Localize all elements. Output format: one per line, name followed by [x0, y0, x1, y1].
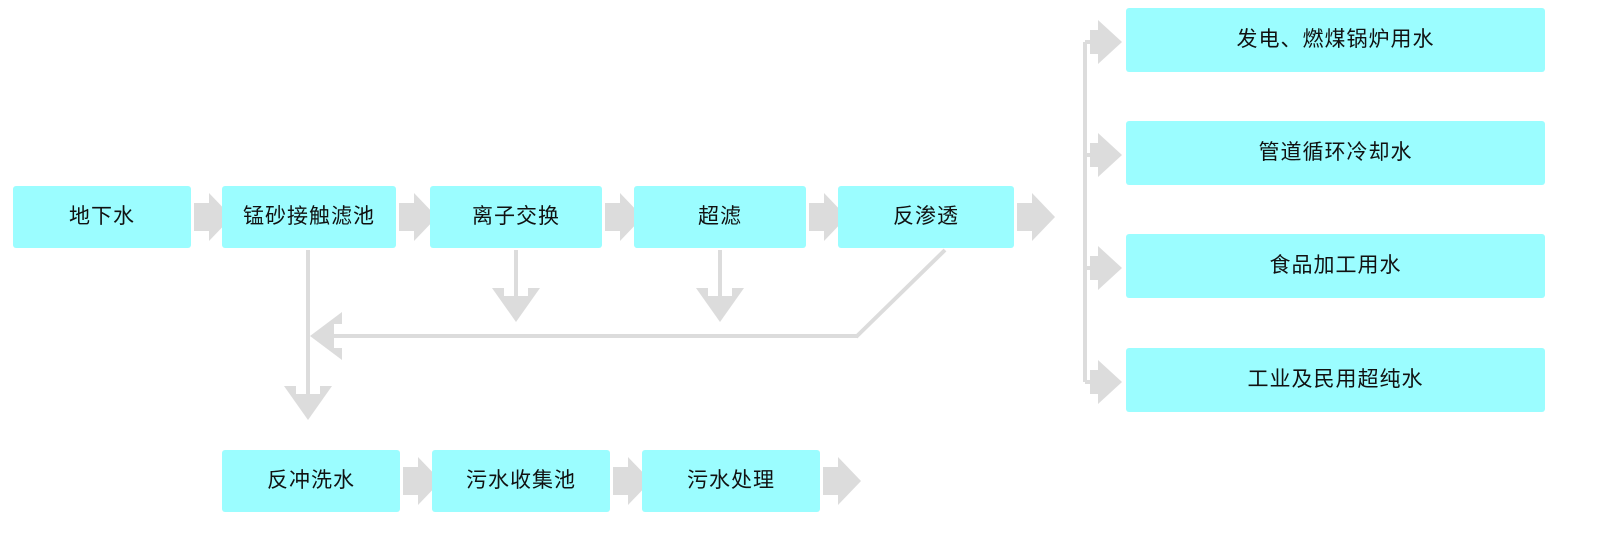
node-groundwater-label: 地下水 [69, 204, 135, 229]
node-food-processing-water[interactable]: 食品加工用水 [1126, 234, 1545, 298]
node-manganese-sand-filter[interactable]: 锰砂接触滤池 [222, 186, 396, 248]
arrow-reverse-osmosis-to-outputs [1017, 193, 1055, 241]
connector-waste-collection-line [310, 312, 858, 360]
connector-ion-exchange-to-waste [492, 250, 540, 322]
connector-manganese-to-backwash [284, 250, 332, 420]
node-ultrafiltration-label: 超滤 [698, 204, 742, 229]
node-ion-exchange[interactable]: 离子交换 [430, 186, 602, 248]
arrow-branch-to-industrial-civil-ultrapure-water [1090, 360, 1122, 404]
node-power-coal-boiler-water[interactable]: 发电、燃煤锅炉用水 [1126, 8, 1545, 72]
node-sewage-collection-tank[interactable]: 污水收集池 [432, 450, 610, 512]
node-backwash-water[interactable]: 反冲洗水 [222, 450, 400, 512]
node-sewage-treatment-label: 污水处理 [687, 468, 775, 493]
node-groundwater[interactable]: 地下水 [13, 186, 191, 248]
node-food-processing-water-label: 食品加工用水 [1269, 253, 1402, 278]
node-sewage-treatment[interactable]: 污水处理 [642, 450, 820, 512]
arrow-treatment-outflow [823, 457, 861, 505]
node-reverse-osmosis-label: 反渗透 [893, 204, 959, 229]
node-pipeline-cooling-water[interactable]: 管道循环冷却水 [1126, 121, 1545, 185]
node-pipeline-cooling-water-label: 管道循环冷却水 [1258, 140, 1413, 165]
connector-reverse-osmosis-to-waste [854, 248, 947, 339]
arrow-branch-to-food-processing-water [1090, 246, 1122, 290]
node-power-coal-boiler-water-label: 发电、燃煤锅炉用水 [1236, 27, 1435, 52]
node-ion-exchange-label: 离子交换 [472, 204, 560, 229]
node-industrial-civil-ultrapure-water-label: 工业及民用超纯水 [1247, 367, 1424, 392]
branch-trunk-to-outputs [1083, 40, 1095, 384]
node-manganese-sand-filter-label: 锰砂接触滤池 [243, 204, 375, 229]
connector-ultrafiltration-to-waste [696, 250, 744, 322]
node-sewage-collection-tank-label: 污水收集池 [466, 468, 576, 493]
node-ultrafiltration[interactable]: 超滤 [634, 186, 806, 248]
node-industrial-civil-ultrapure-water[interactable]: 工业及民用超纯水 [1126, 348, 1545, 412]
node-backwash-water-label: 反冲洗水 [267, 468, 355, 493]
node-reverse-osmosis[interactable]: 反渗透 [838, 186, 1014, 248]
arrow-branch-to-pipeline-cooling-water [1090, 133, 1122, 177]
arrow-branch-to-power-coal-boiler-water [1090, 20, 1122, 64]
